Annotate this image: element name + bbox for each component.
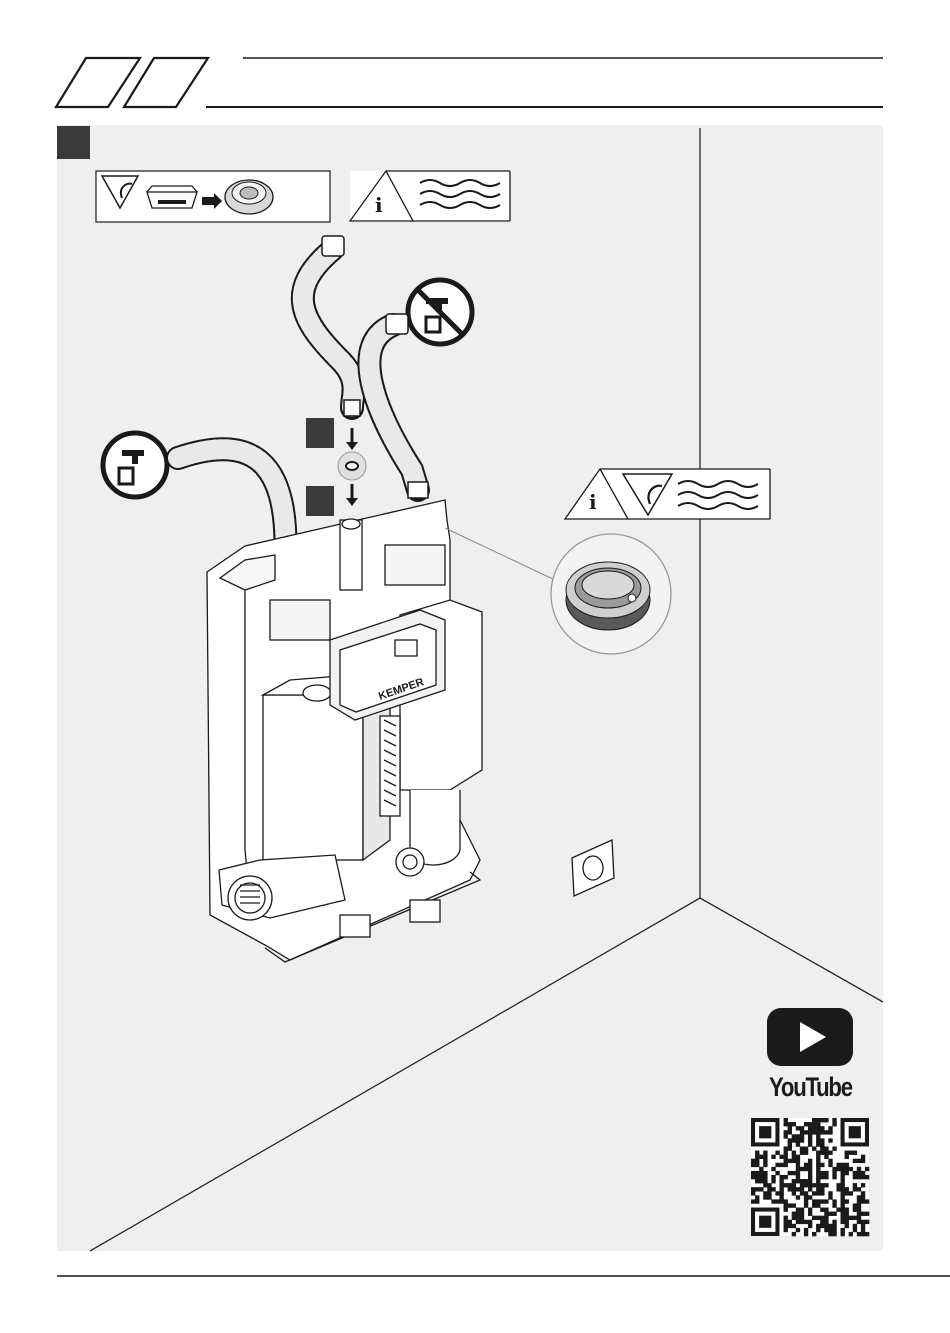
youtube-play-icon: [767, 1008, 853, 1066]
filter-insert-magnifier: [551, 534, 671, 654]
youtube-label: YouTube: [769, 1072, 851, 1103]
unpack-component-icon: [96, 171, 330, 222]
hygiene-unit-device: [207, 500, 482, 962]
svg-text:i: i: [589, 490, 597, 514]
qr-code-icon: [751, 1118, 869, 1236]
drinking-water-icon: [103, 433, 167, 497]
info-water-icon: i: [350, 171, 510, 222]
step-marker-box: [57, 126, 90, 159]
no-drinking-water-icon: [408, 280, 472, 344]
info-filter-water-icon: i: [565, 469, 770, 519]
svg-text:i: i: [375, 193, 383, 217]
kemper-logo: [56, 58, 208, 107]
